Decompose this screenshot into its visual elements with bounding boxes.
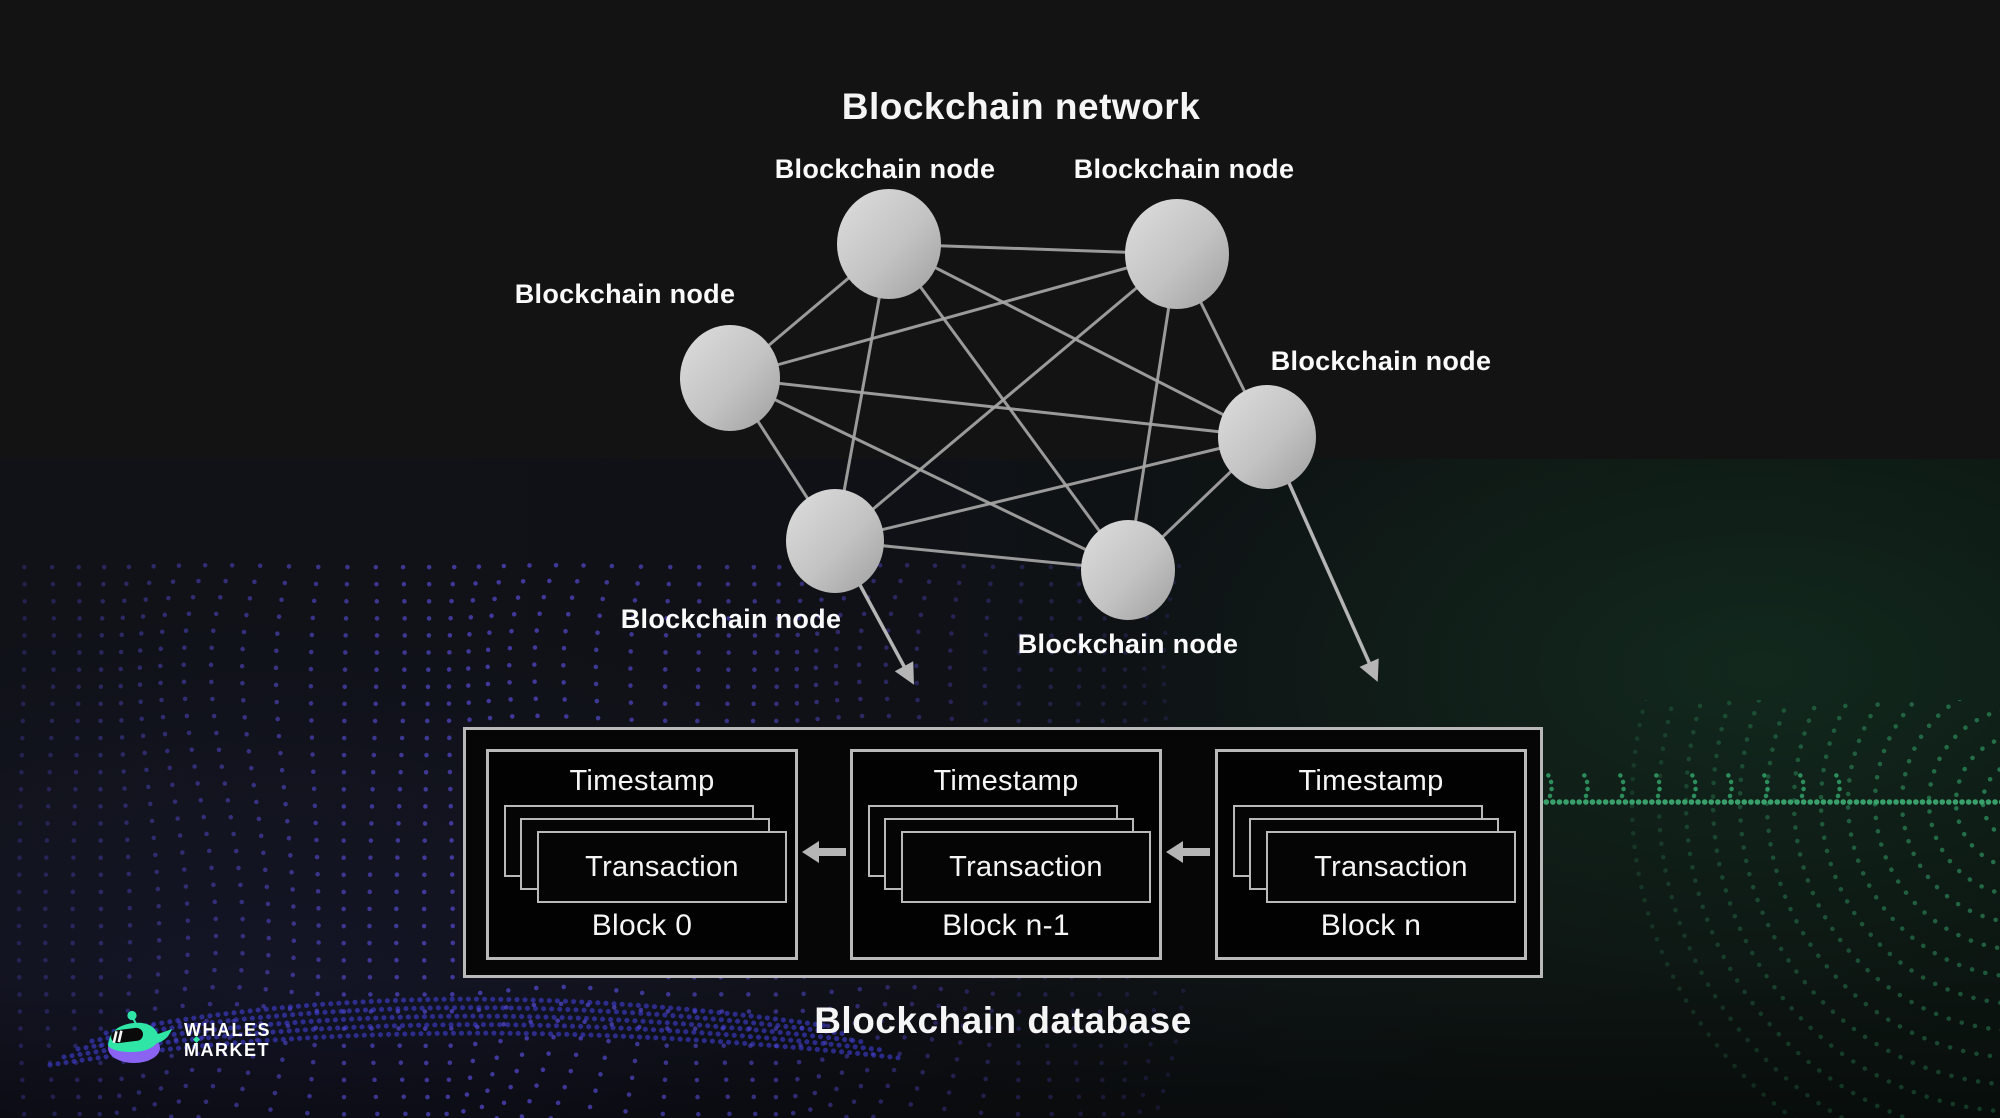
node-label-mid-right: Blockchain node	[1270, 346, 1492, 376]
block-name: Block n-1	[942, 909, 1070, 942]
block-n-1: Timestamp Transaction Block n-1	[850, 749, 1162, 960]
transaction-label: Transaction	[1314, 850, 1468, 883]
brand-text: WHALES MARKET	[184, 1020, 271, 1060]
database-title: Blockchain database	[814, 1000, 1192, 1041]
node-label-top-left: Blockchain node	[774, 154, 996, 184]
left-arrow-icon	[802, 841, 846, 863]
left-arrow-icon	[1166, 841, 1210, 863]
block-name: Block 0	[591, 909, 693, 942]
block-name: Block n	[1320, 909, 1422, 942]
node-label-bottom-left: Blockchain node	[620, 604, 842, 634]
node-circle	[680, 325, 780, 431]
transaction-label: Transaction	[585, 850, 739, 883]
whales-market-logo: WHALES MARKET	[106, 1006, 336, 1076]
transaction-label: Transaction	[949, 850, 1103, 883]
blockchain-database-box: Timestamp Transaction Block 0 Timestamp …	[463, 727, 1543, 978]
timestamp-label: Timestamp	[569, 765, 715, 797]
block-n: Timestamp Transaction Block n	[1215, 749, 1527, 960]
brand-line-1: WHALES	[184, 1020, 271, 1040]
timestamp-label: Timestamp	[933, 765, 1079, 797]
block-0: Timestamp Transaction Block 0	[486, 749, 798, 960]
transaction-card-front: Transaction	[1266, 831, 1516, 903]
whale-icon	[108, 1010, 172, 1063]
brand-line-2: MARKET	[184, 1040, 270, 1060]
timestamp-label: Timestamp	[1298, 765, 1444, 797]
node-label-bottom-center: Blockchain node	[1017, 629, 1239, 659]
node-label-top-right: Blockchain node	[1073, 154, 1295, 184]
transaction-card-front: Transaction	[537, 831, 787, 903]
node-circle	[837, 189, 941, 299]
transaction-card-front: Transaction	[901, 831, 1151, 903]
node-circle	[1125, 199, 1229, 309]
node-label-mid-left: Blockchain node	[514, 279, 736, 309]
page-title: Blockchain network	[841, 86, 1201, 127]
